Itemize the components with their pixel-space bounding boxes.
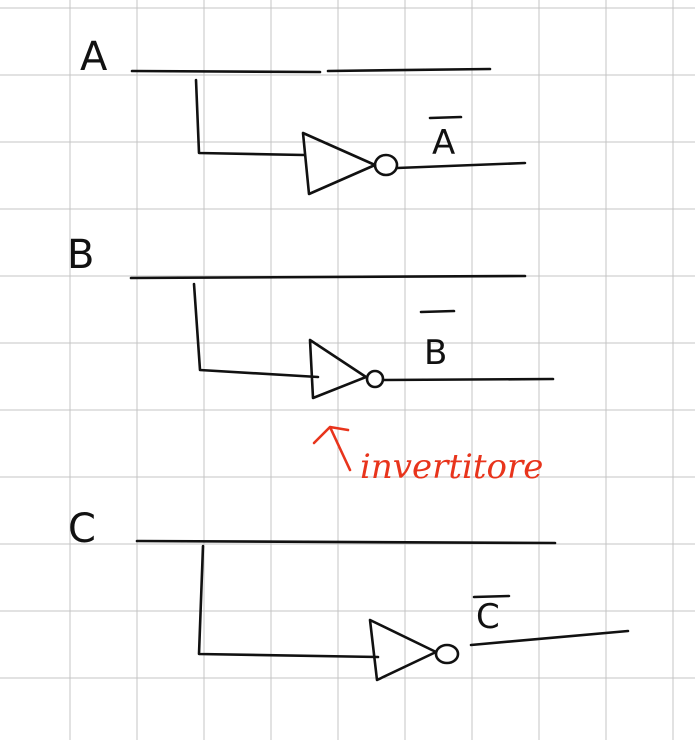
circuit-a: A A	[80, 34, 527, 196]
not-gate-icon	[301, 131, 399, 196]
wire-a	[130, 67, 492, 74]
output-wire-c	[469, 629, 630, 647]
output-label-b: B	[424, 333, 447, 373]
wire-c	[135, 539, 557, 545]
input-label-b: B	[67, 232, 94, 278]
branch-wire-a	[194, 78, 306, 157]
output-label-c: C	[476, 597, 500, 637]
wire-b	[129, 274, 527, 280]
negation-bar-a	[428, 115, 463, 120]
branch-wire-b	[192, 282, 320, 379]
negation-bar-c	[472, 594, 511, 599]
circuit-b: B B	[67, 232, 555, 400]
input-label-a: A	[80, 34, 108, 80]
annotation-text: invertitore	[360, 447, 543, 487]
negation-bar-b	[419, 309, 456, 314]
circuit-c: C C	[68, 506, 630, 682]
branch-wire-c	[197, 544, 380, 659]
output-wire-a	[395, 161, 527, 170]
output-label-a: A	[432, 123, 455, 163]
annotation: invertitore	[312, 425, 543, 487]
input-label-c: C	[68, 506, 96, 552]
not-gate-icon	[368, 618, 460, 682]
output-wire-b	[381, 377, 555, 382]
arrow-up-left-icon	[312, 425, 352, 472]
